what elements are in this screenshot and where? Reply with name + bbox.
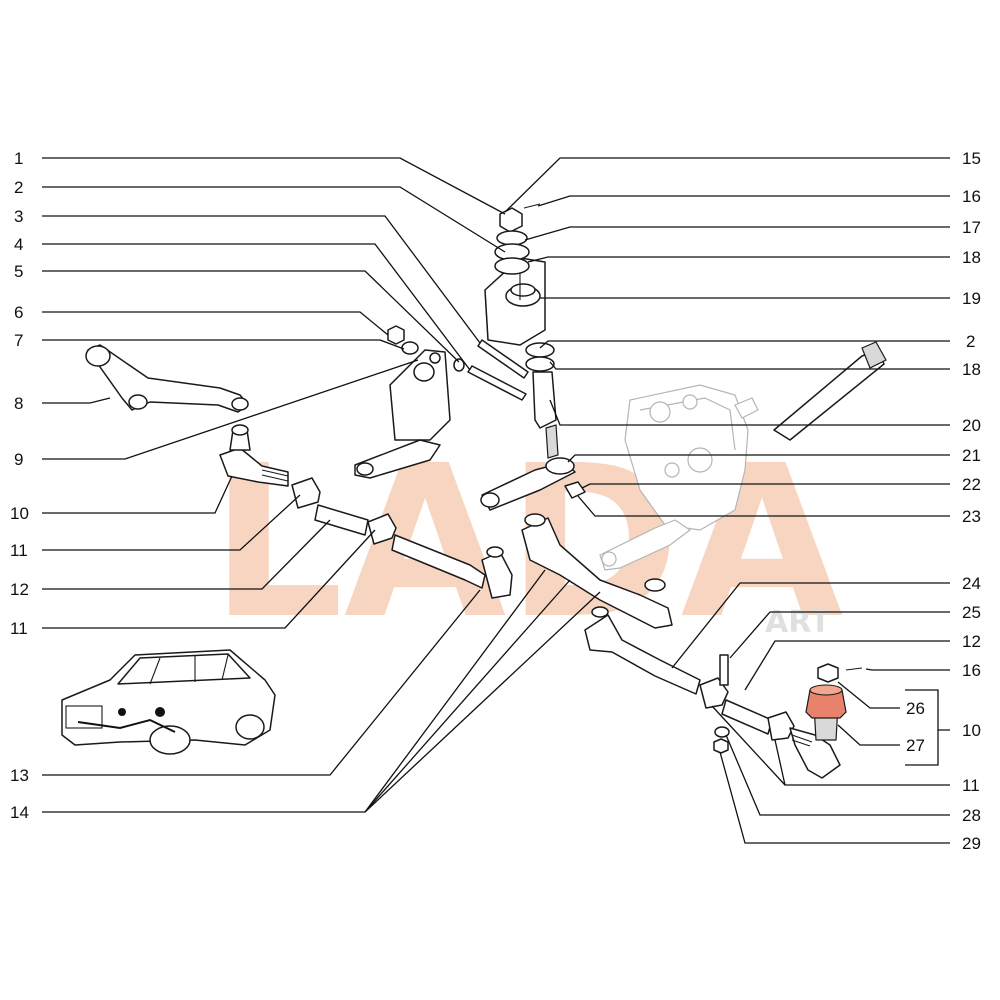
- callout-8: 8: [14, 394, 23, 413]
- watermark-subtext: ART: [765, 605, 831, 640]
- callout-29: 29: [962, 834, 981, 853]
- pivot-lower-stack: [525, 342, 559, 459]
- callout-10: 10: [10, 504, 29, 523]
- callout-26: 26: [906, 699, 925, 718]
- callout-12: 12: [10, 580, 29, 599]
- callout-20: 20: [962, 416, 981, 435]
- callout-11-lower: 11: [10, 619, 28, 638]
- bolt-long: [477, 339, 529, 379]
- washer-7: [401, 341, 419, 355]
- callout-2-right: 2: [966, 332, 975, 351]
- callout-25: 25: [962, 603, 981, 622]
- callout-10-right: 10: [962, 721, 981, 740]
- callout-5: 5: [14, 262, 23, 281]
- callout-18: 18: [962, 248, 981, 267]
- callout-24: 24: [962, 574, 981, 593]
- callout-16-right: 16: [962, 661, 981, 680]
- steering-gearbox: [624, 384, 759, 531]
- callouts-right: 15 16 17 18 19 2 18 20 21 22 23 24 25 12…: [906, 149, 981, 853]
- callouts-left: 1 2 3 4 5 6 7 8 9 10 11 12 11 13 14: [10, 149, 29, 822]
- sleeve-right: [721, 699, 773, 735]
- car-inset-sketch: [61, 649, 276, 755]
- nut-6: [387, 325, 405, 345]
- callout-6: 6: [14, 303, 23, 322]
- dust-boot-26-highlighted: [805, 684, 847, 719]
- washer-28: [714, 726, 730, 738]
- nut-29: [713, 738, 729, 754]
- parts-drawing: [61, 203, 887, 779]
- nut-16-right: [817, 663, 839, 683]
- side-rod-13: [391, 534, 513, 599]
- clamp-left: [291, 477, 321, 509]
- clamp-left-2: [367, 513, 397, 545]
- callout-3: 3: [14, 207, 23, 226]
- callout-13: 13: [10, 766, 29, 785]
- callout-21: 21: [962, 446, 981, 465]
- pitman-arm-ghost: [599, 519, 692, 571]
- callout-7: 7: [14, 331, 23, 350]
- idler-arm: [480, 457, 586, 511]
- callout-14: 14: [10, 803, 29, 822]
- callout-4: 4: [14, 235, 23, 254]
- callout-18-lower: 18: [962, 360, 981, 379]
- pitman-arm-8: [85, 344, 249, 413]
- tie-rod-end-left: [219, 424, 289, 487]
- idler-bracket: [484, 257, 546, 346]
- callout-9: 9: [14, 450, 23, 469]
- callout-11-right: 11: [962, 776, 980, 795]
- center-link-14: [521, 513, 673, 629]
- callout-22: 22: [962, 475, 981, 494]
- steering-shaft: [773, 341, 887, 441]
- callout-2: 2: [14, 178, 23, 197]
- callout-23: 23: [962, 507, 981, 526]
- callout-11: 11: [10, 541, 28, 560]
- pivot-top-stack: [494, 203, 541, 275]
- bolt-short: [467, 365, 527, 401]
- bolt-25: [719, 654, 729, 686]
- callout-15: 15: [962, 149, 981, 168]
- tie-rod-right: [584, 606, 701, 695]
- callout-16: 16: [962, 187, 981, 206]
- callout-12-right: 12: [962, 632, 981, 651]
- leader-lines: [42, 157, 950, 844]
- callout-27: 27: [906, 736, 925, 755]
- callout-28: 28: [962, 806, 981, 825]
- callout-17: 17: [962, 218, 981, 237]
- clamp-right-2: [767, 711, 795, 741]
- cotter-pin-right: [845, 667, 863, 671]
- sleeve-left: [314, 504, 369, 536]
- callout-19: 19: [962, 289, 981, 308]
- bracket-assembly-9: [354, 349, 451, 479]
- callout-1: 1: [14, 149, 23, 168]
